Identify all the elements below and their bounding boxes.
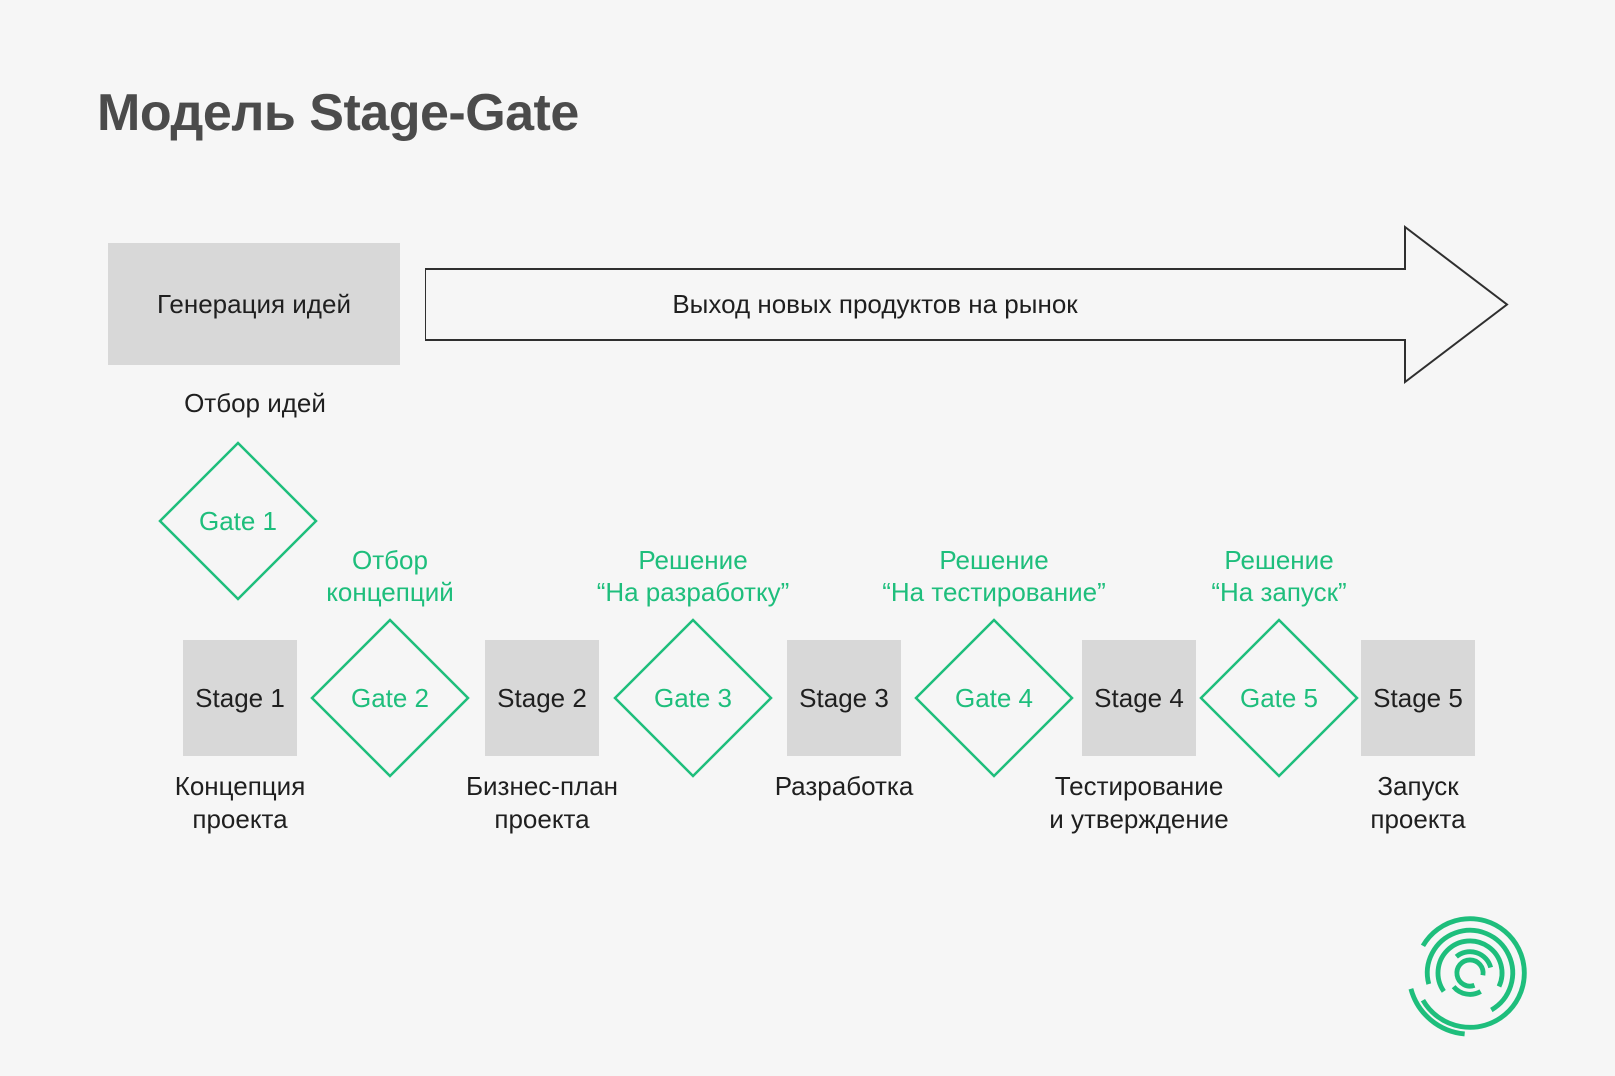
diamond-outline-icon bbox=[613, 618, 773, 778]
stage-2-label: Stage 2 bbox=[497, 682, 587, 713]
stage-1-caption: Концепция проекта bbox=[90, 770, 390, 836]
gate-2-label: Gate 2 bbox=[350, 682, 430, 713]
gate-1-diamond: Gate 1 bbox=[158, 441, 318, 601]
caption-line: Решение bbox=[1224, 545, 1334, 575]
caption-line: “На запуск” bbox=[1211, 577, 1347, 607]
caption-line: Бизнес-план bbox=[465, 771, 619, 801]
gate-3-diamond: Gate 3 bbox=[613, 618, 773, 778]
gate-5-caption: Решение “На запуск” bbox=[1099, 544, 1459, 608]
caption-line: проекта bbox=[192, 804, 288, 834]
stage-3-label: Stage 3 bbox=[799, 682, 889, 713]
caption-line: и утверждение bbox=[1049, 804, 1229, 834]
stage-4-caption: Тестирование и утверждение bbox=[989, 770, 1289, 836]
caption-line: Решение bbox=[638, 545, 748, 575]
stage-5-caption: Запуск проекта bbox=[1268, 770, 1568, 836]
market-arrow-icon bbox=[425, 224, 1509, 385]
caption-line: “На разработку” bbox=[596, 577, 790, 607]
caption-line: Решение bbox=[939, 545, 1049, 575]
gate-2-caption: Отбор концепций bbox=[210, 544, 570, 608]
gate-3-label: Gate 3 bbox=[653, 682, 733, 713]
caption-line: проекта bbox=[1370, 804, 1466, 834]
stage-3-box: Stage 3 bbox=[787, 640, 901, 756]
gate-3-caption: Решение “На разработку” bbox=[513, 544, 873, 608]
gate-4-caption: Решение “На тестирование” bbox=[814, 544, 1174, 608]
stage-4-label: Stage 4 bbox=[1094, 682, 1184, 713]
gate-1-label: Gate 1 bbox=[198, 505, 278, 536]
stage-1-box: Stage 1 bbox=[183, 640, 297, 756]
gate-5-label: Gate 5 bbox=[1239, 682, 1319, 713]
stage-5-box: Stage 5 bbox=[1361, 640, 1475, 756]
caption-line: Тестирование bbox=[1054, 771, 1224, 801]
caption-line: Концепция bbox=[174, 771, 306, 801]
spiral-logo-icon bbox=[1408, 916, 1527, 1037]
caption-line: Разработка bbox=[774, 771, 914, 801]
gate-5-diamond: Gate 5 bbox=[1199, 618, 1359, 778]
caption-line: Запуск bbox=[1377, 771, 1459, 801]
caption-line: проекта bbox=[494, 804, 590, 834]
stage-5-label: Stage 5 bbox=[1373, 682, 1463, 713]
stage-3-caption: Разработка bbox=[694, 770, 994, 803]
stage-1-label: Stage 1 bbox=[195, 682, 285, 713]
gate-4-diamond: Gate 4 bbox=[914, 618, 1074, 778]
idea-generation-label: Генерация идей bbox=[157, 288, 351, 319]
idea-generation-box: Генерация идей bbox=[108, 243, 400, 365]
page-title: Модель Stage-Gate bbox=[97, 84, 579, 142]
gate-1-caption: Отбор идей bbox=[184, 388, 326, 418]
diamond-outline-icon bbox=[310, 618, 470, 778]
caption-line: Отбор bbox=[352, 545, 428, 575]
caption-line: концепций bbox=[326, 577, 454, 607]
caption-line: “На тестирование” bbox=[882, 577, 1106, 607]
gate-4-label: Gate 4 bbox=[954, 682, 1034, 713]
diamond-outline-icon bbox=[1199, 618, 1359, 778]
diamond-outline-icon bbox=[914, 618, 1074, 778]
stage-2-caption: Бизнес-план проекта bbox=[392, 770, 692, 836]
stage-4-box: Stage 4 bbox=[1082, 640, 1196, 756]
diamond-outline-icon bbox=[158, 441, 318, 601]
market-arrow-label: Выход новых продуктов на рынок bbox=[672, 289, 1078, 319]
gate-2-diamond: Gate 2 bbox=[310, 618, 470, 778]
stage-2-box: Stage 2 bbox=[485, 640, 599, 756]
